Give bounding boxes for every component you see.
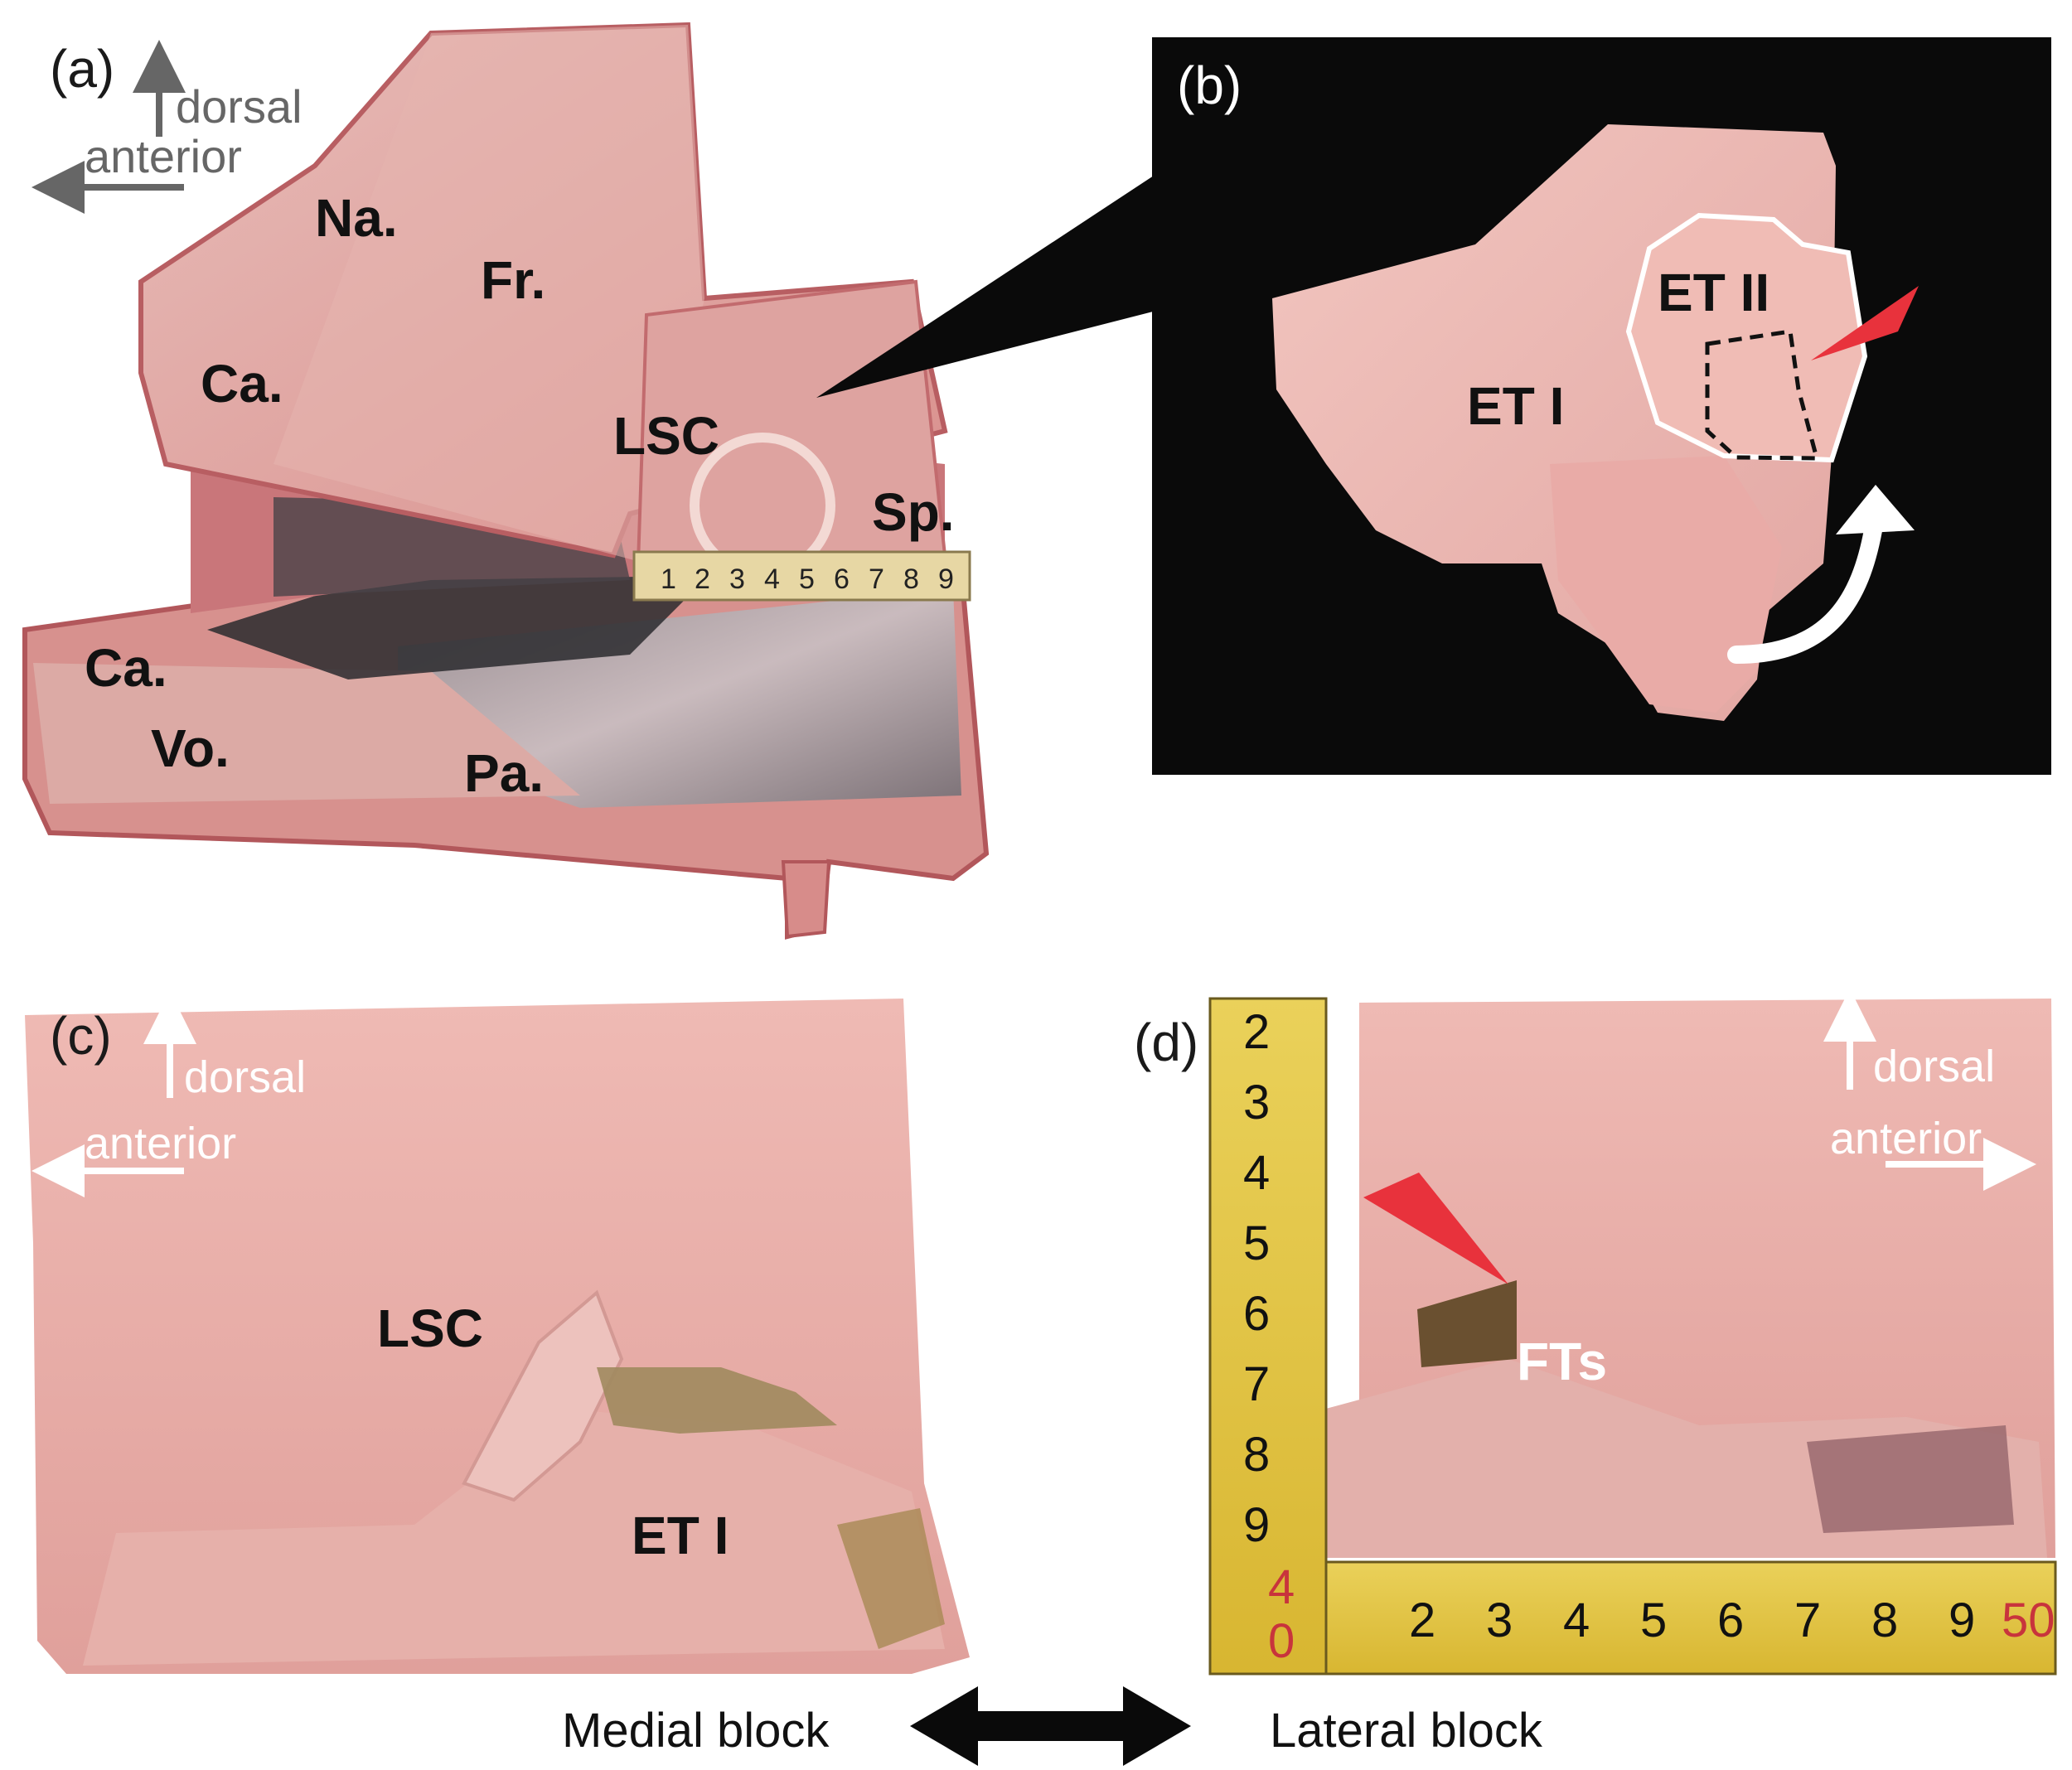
ruler-tick: 8 bbox=[1871, 1593, 1898, 1647]
panel-c-lsc-ridge bbox=[462, 1289, 624, 1502]
panel-d-red-arrowhead bbox=[1363, 1173, 1508, 1284]
panel-d-fts-label: FTs bbox=[1517, 1332, 1607, 1391]
panel-d-vertical-ruler bbox=[1208, 997, 1328, 1676]
panel-a: 1 2 3 4 5 6 7 8 9 (a) dorsal anterior Na… bbox=[22, 22, 990, 940]
ruler-tick: 4 bbox=[1243, 1146, 1270, 1200]
panel-c-cavity bbox=[597, 1367, 837, 1434]
panel-b-dashed-region bbox=[1705, 329, 1820, 461]
ruler-tick: 5 bbox=[1243, 1216, 1270, 1270]
ruler-tick: 7 bbox=[869, 563, 884, 595]
ruler-tick: 7 bbox=[1794, 1593, 1821, 1647]
ruler-tick: 4 bbox=[764, 563, 780, 595]
panel-c-lsc-label: LSC bbox=[377, 1298, 483, 1358]
panel-c-dorsal-label: dorsal bbox=[184, 1052, 306, 1102]
panel-c-lower-tissue bbox=[83, 1409, 945, 1666]
ruler-tick: 6 bbox=[1243, 1287, 1270, 1341]
panel-a-vo-bone bbox=[33, 663, 580, 804]
ruler-tick: 9 bbox=[1949, 1593, 1975, 1647]
ruler-tick: 9 bbox=[938, 563, 954, 595]
panel-d-letter: (d) bbox=[1134, 1013, 1198, 1072]
medial-block-label: Medial block bbox=[562, 1704, 830, 1758]
panel-b-et1-label: ET I bbox=[1467, 376, 1564, 436]
ruler-tick: 6 bbox=[1717, 1593, 1744, 1647]
ruler-tick: 6 bbox=[834, 563, 850, 595]
footer: Medial block Lateral block bbox=[562, 1686, 1543, 1766]
panel-b-lower-lobe bbox=[1550, 456, 1782, 713]
panel-a-bottom-tab bbox=[781, 860, 831, 939]
ruler-tick: 4 bbox=[1563, 1593, 1590, 1647]
panel-b-et2-label: ET II bbox=[1658, 263, 1769, 322]
panel-c-anterior-label: anterior bbox=[85, 1119, 236, 1168]
ruler-tick: 7 bbox=[1243, 1357, 1270, 1411]
panel-a-ca-top-label: Ca. bbox=[201, 354, 283, 413]
ruler-tick: 8 bbox=[903, 563, 919, 595]
ruler-tick: 3 bbox=[1243, 1076, 1270, 1129]
panel-d-dorsal-label: dorsal bbox=[1873, 1042, 1995, 1091]
ruler-tick: 50 bbox=[2002, 1593, 2055, 1647]
panel-c: (c) dorsal anterior LSC ET I bbox=[25, 991, 970, 1674]
panel-b-letter: (b) bbox=[1177, 56, 1242, 115]
ruler-tick: 2 bbox=[1409, 1593, 1435, 1647]
panel-d-anterior-label: anterior bbox=[1830, 1114, 1982, 1163]
panel-a-ca-bottom-label: Ca. bbox=[85, 638, 167, 698]
panel-b-red-arrowhead bbox=[1811, 286, 1919, 360]
panel-c-lower-cavity bbox=[837, 1508, 945, 1649]
ruler-tick: 0 bbox=[1268, 1614, 1295, 1668]
panel-a-fr-label: Fr. bbox=[481, 250, 545, 310]
panel-b-et2-outline bbox=[1625, 212, 1868, 463]
panel-b-white-arrowhead bbox=[1836, 485, 1915, 534]
panel-a-pa-label: Pa. bbox=[464, 743, 544, 803]
lateral-block-label: Lateral block bbox=[1270, 1704, 1543, 1758]
ruler-tick: 9 bbox=[1243, 1498, 1270, 1552]
ruler-tick: 2 bbox=[1243, 1005, 1270, 1059]
panel-d-dark-mass bbox=[1807, 1425, 2014, 1533]
panel-a-fr-face bbox=[274, 25, 704, 563]
panel-a-ruler bbox=[632, 550, 971, 602]
panel-d-horizontal-ticks: 2 3 4 5 6 7 8 9 50 bbox=[1409, 1593, 2055, 1647]
panel-d-vertical-ticks: 2 3 4 5 6 7 8 9 4 0 bbox=[1243, 1005, 1295, 1668]
panel-b-white-curved-arrow bbox=[1727, 521, 1882, 664]
ruler-tick: 2 bbox=[695, 563, 710, 595]
panel-a-anterior-label: anterior bbox=[85, 130, 242, 182]
callout-wedge bbox=[816, 174, 1156, 398]
panel-a-lsc-label: LSC bbox=[613, 406, 719, 466]
panel-a-letter: (a) bbox=[50, 39, 114, 99]
ruler-tick: 4 bbox=[1268, 1560, 1295, 1614]
ruler-tick: 8 bbox=[1243, 1428, 1270, 1482]
panel-c-et1-label: ET I bbox=[632, 1506, 729, 1565]
panel-a-vo-label: Vo. bbox=[151, 718, 230, 778]
ruler-tick: 3 bbox=[729, 563, 745, 595]
panel-a-dorsal-label: dorsal bbox=[176, 80, 303, 133]
ruler-tick: 5 bbox=[799, 563, 815, 595]
panel-d-cavity bbox=[1417, 1280, 1517, 1367]
panel-b: (b) ET I ET II bbox=[1152, 37, 2051, 775]
panel-a-na-label: Na. bbox=[315, 188, 398, 248]
panel-d: 2 3 4 5 6 7 8 9 4 0 2 3 4 5 6 7 8 9 50 (… bbox=[1134, 989, 2057, 1676]
ruler-tick: 5 bbox=[1640, 1593, 1667, 1647]
panel-c-letter: (c) bbox=[50, 1006, 112, 1066]
panel-a-sp-label: Sp. bbox=[872, 482, 955, 542]
double-arrow bbox=[910, 1686, 1191, 1766]
ruler-tick: 1 bbox=[661, 563, 676, 595]
panel-d-horizontal-ruler bbox=[1324, 1560, 2057, 1676]
panel-a-ruler-ticks: 1 2 3 4 5 6 7 8 9 bbox=[661, 563, 954, 595]
ruler-tick: 3 bbox=[1486, 1593, 1513, 1647]
